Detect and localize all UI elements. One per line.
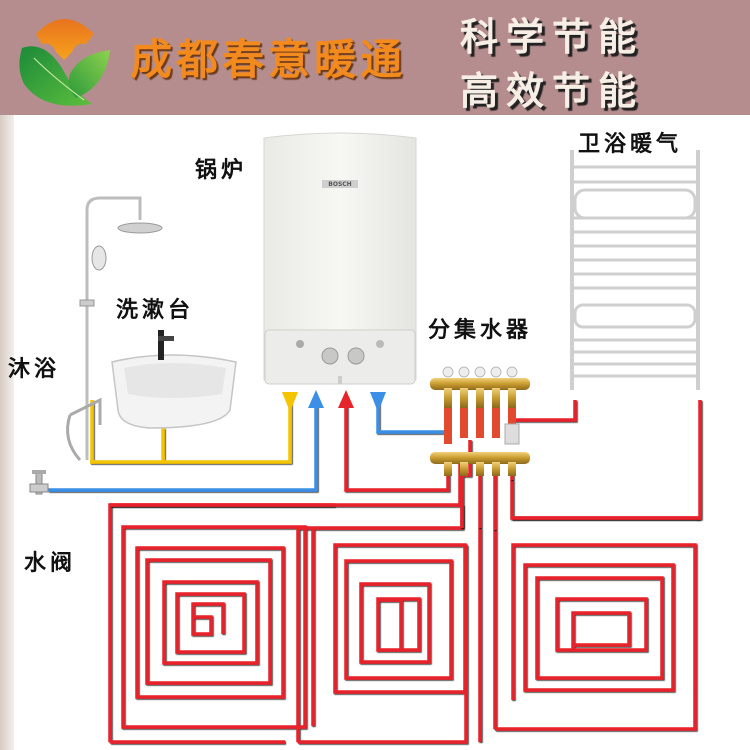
heating-return-pipe — [376, 400, 445, 434]
heating-supply-pipe — [344, 400, 450, 492]
boiler-icon — [263, 132, 417, 385]
logo-leaf-sun-icon — [19, 19, 110, 106]
heating-pipe — [110, 460, 462, 507]
radiator-feed-pipe — [510, 400, 577, 422]
cold-water-pipe — [48, 400, 318, 492]
label-manifold: 分集水器 — [428, 317, 533, 343]
radiator-return-pipe — [512, 400, 702, 520]
hot-water-pipe — [90, 400, 292, 464]
slogan-1: 科学节能 — [460, 14, 645, 59]
label-boiler: 锅炉 — [195, 157, 248, 183]
arrow-down-icon — [370, 392, 386, 412]
label-shower: 沐浴 — [8, 356, 61, 382]
label-towel-radiator: 卫浴暖气 — [578, 131, 683, 157]
shower-icon — [66, 196, 163, 462]
label-water-valve: 水阀 — [24, 550, 77, 576]
slogan-2: 高效节能 — [460, 68, 645, 113]
label-basin: 洗漱台 — [116, 297, 195, 323]
brand-name: 成都春意暖通 — [130, 35, 407, 84]
towel-radiator-icon — [570, 150, 700, 390]
header-banner: 成都春意暖通 科学节能 高效节能 — [0, 0, 750, 115]
arrow-up-icon — [308, 390, 324, 408]
basin-icon — [111, 330, 237, 429]
left-edge-shade — [0, 115, 14, 750]
water-valve-icon — [29, 470, 49, 495]
boiler-brand: BOSCH — [328, 181, 351, 188]
arrow-down-icon — [282, 392, 298, 412]
arrow-up-icon — [338, 390, 354, 408]
manifold-icon — [430, 366, 530, 476]
